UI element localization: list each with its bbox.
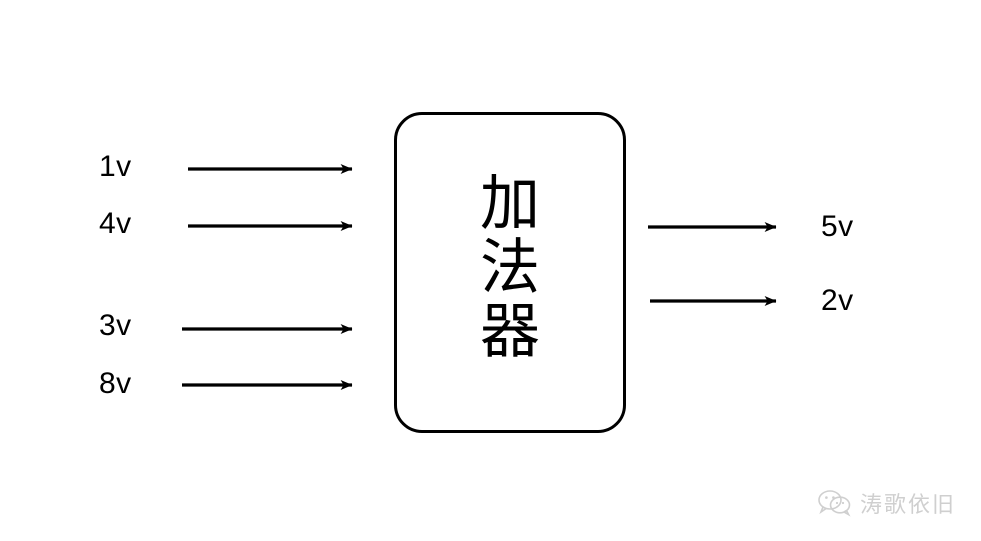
- output-label-2v: 2v: [821, 284, 854, 317]
- adder-unit-box: 加 法 器: [394, 112, 626, 433]
- input-label-8v: 8v: [99, 367, 132, 400]
- watermark: 涛歌依旧: [818, 487, 956, 519]
- wechat-icon: [818, 490, 851, 517]
- adder-unit-label: 加 法 器: [397, 172, 623, 364]
- output-label-5v: 5v: [821, 210, 854, 243]
- input-label-1v: 1v: [99, 150, 132, 183]
- adder-char-1: 加: [480, 169, 540, 239]
- input-label-4v: 4v: [99, 207, 132, 240]
- adder-char-3: 器: [480, 297, 540, 367]
- input-label-3v: 3v: [99, 309, 132, 342]
- adder-char-2: 法: [480, 233, 540, 303]
- watermark-text: 涛歌依旧: [860, 493, 957, 518]
